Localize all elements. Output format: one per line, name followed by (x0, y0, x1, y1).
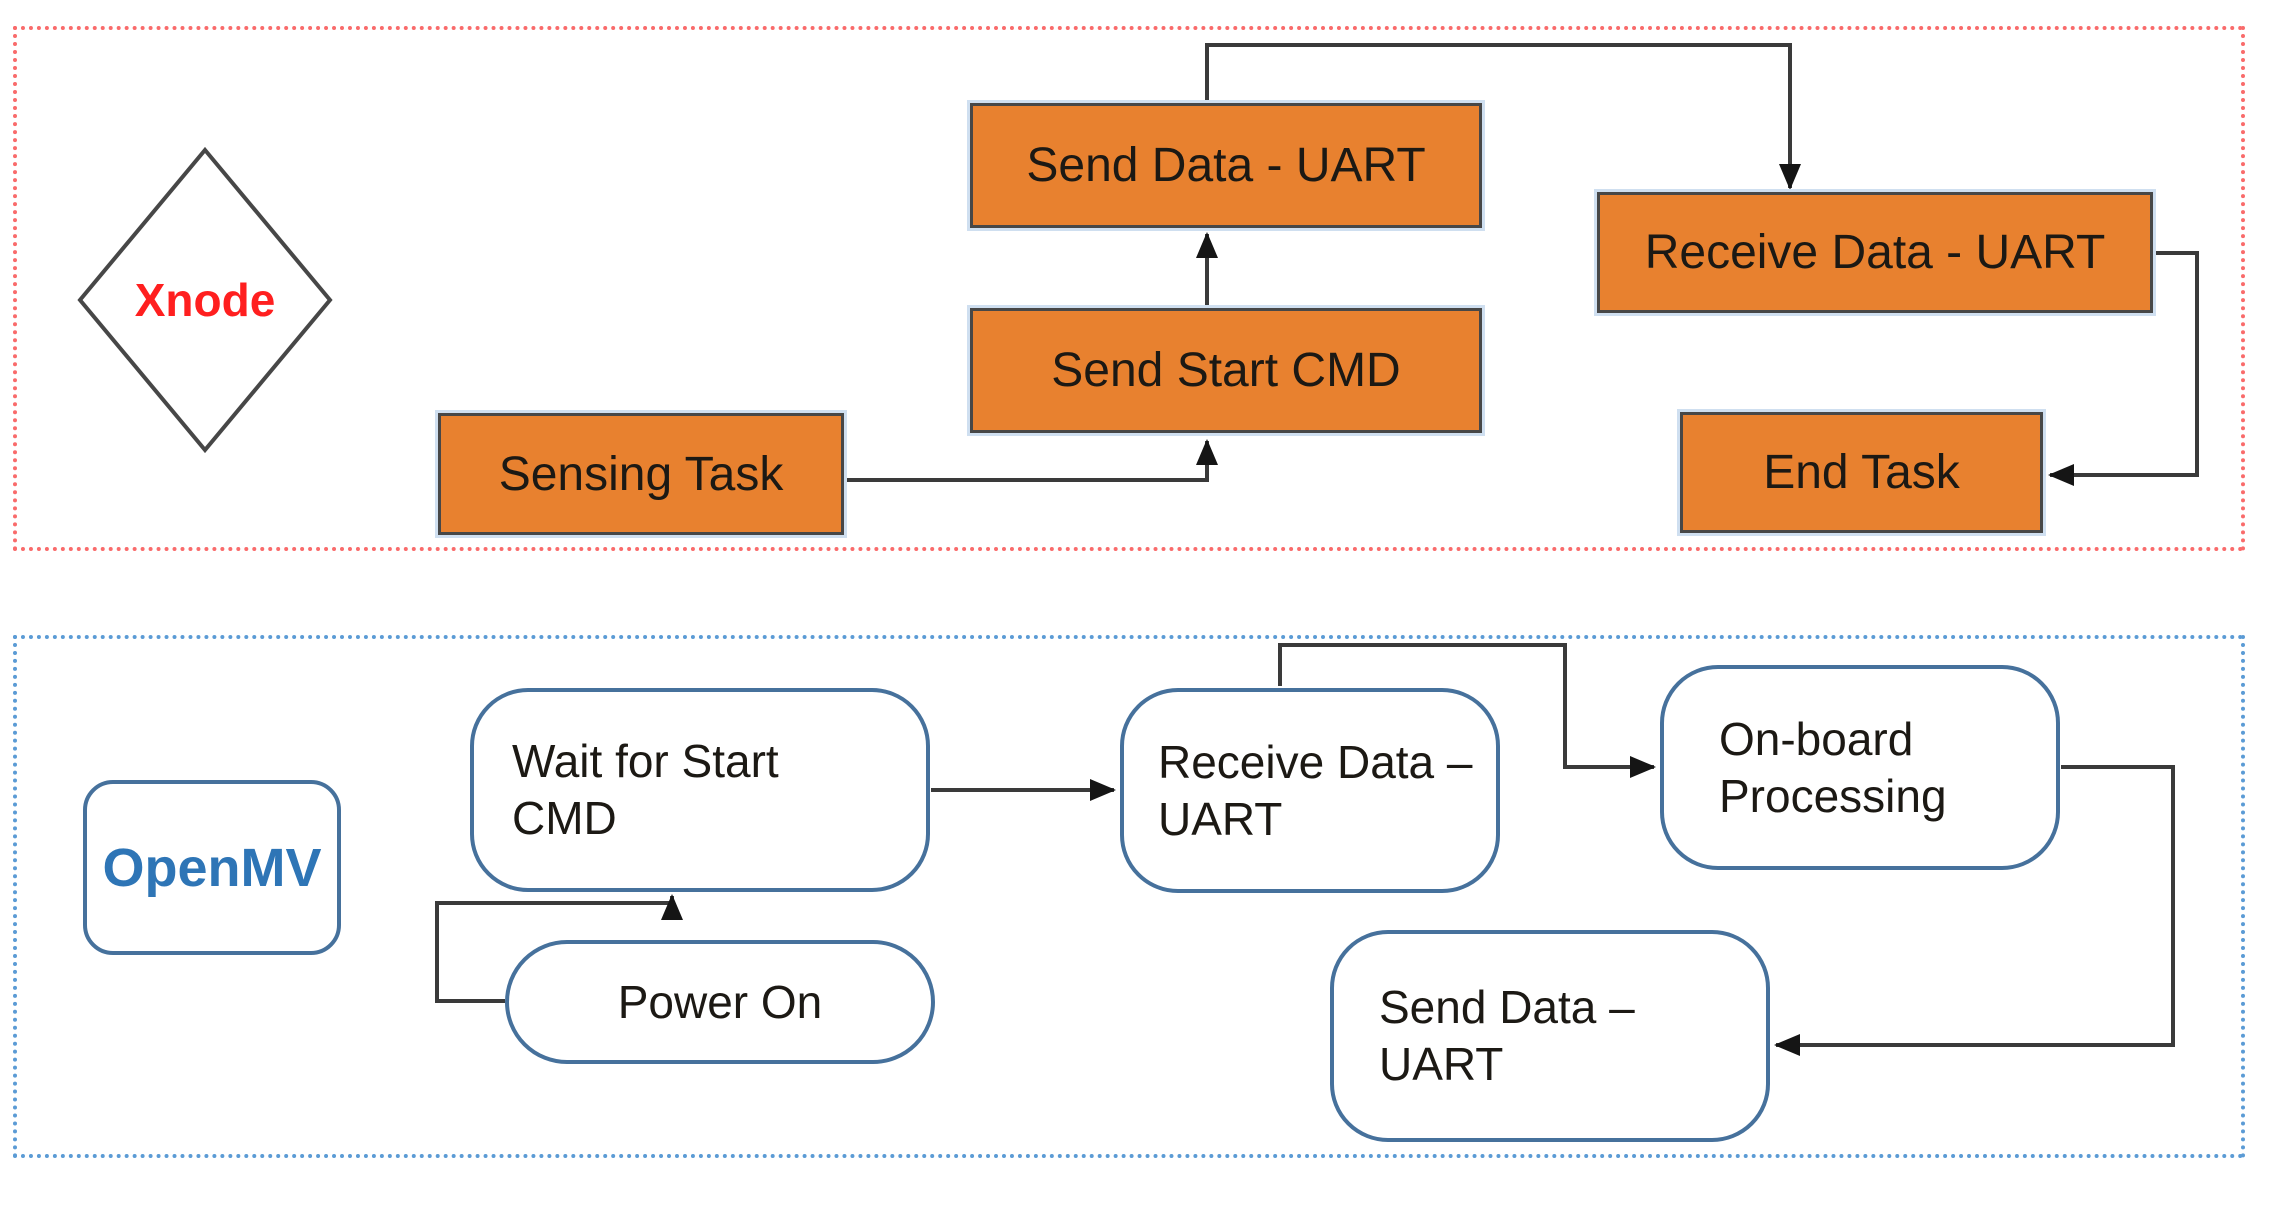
arrow-poweron-to-wait (435, 894, 683, 1003)
wait-line-2: CMD (512, 792, 617, 844)
openmv-section-label-box: OpenMV (83, 780, 341, 955)
onboard-line-2: Processing (1719, 769, 1947, 822)
node-power-on-label: Power On (617, 976, 823, 1028)
node-receive-data-uart-openmv: Receive Data – UART (1120, 688, 1500, 893)
node-wait-for-start-cmd-label: Wait for Start CMD (512, 733, 779, 847)
node-sensing-task-label: Sensing Task (498, 447, 784, 501)
receive-line-1: Receive Data – (1158, 735, 1473, 788)
xnode-section-label: Xnode (134, 274, 276, 326)
wait-line-1: Wait for Start (512, 735, 779, 787)
arrow-senddata-to-receivedata (1205, 43, 1801, 190)
node-sensing-task: Sensing Task (438, 413, 844, 535)
node-receive-data-uart-openmv-label: Receive Data – UART (1158, 734, 1473, 848)
node-send-start-cmd: Send Start CMD (970, 308, 1482, 433)
node-end-task: End Task (1680, 412, 2043, 533)
node-send-data-uart-openmv-label: Send Data – UART (1379, 979, 1635, 1093)
node-send-data-uart-label: Send Data - UART (1026, 139, 1426, 192)
node-receive-data-uart: Receive Data - UART (1597, 192, 2153, 313)
node-onboard-processing: On-board Processing (1660, 665, 2060, 870)
openmv-section-label: OpenMV (102, 837, 322, 898)
node-onboard-processing-label: On-board Processing (1719, 711, 1947, 825)
node-send-data-uart: Send Data - UART (970, 103, 1482, 228)
openmv-section-frame (13, 635, 2245, 1158)
arrow-receivedata-to-endtask (2048, 251, 2199, 486)
node-receive-data-uart-label: Receive Data - UART (1644, 226, 2106, 279)
xnode-diamond (77, 146, 333, 454)
arrow-sensing-to-sendstart (844, 439, 1218, 482)
node-wait-for-start-cmd: Wait for Start CMD (470, 688, 930, 892)
xnode-section-frame (13, 26, 2245, 551)
arrow-onboard-to-senddata (1774, 765, 2175, 1056)
send-line-1: Send Data – (1379, 981, 1635, 1033)
arrow-receive-to-onboard (1278, 643, 1656, 778)
onboard-line-1: On-board (1719, 712, 1914, 765)
receive-line-2: UART (1158, 792, 1283, 845)
node-send-data-uart-openmv: Send Data – UART (1330, 930, 1770, 1142)
node-end-task-label: End Task (1763, 446, 1960, 499)
node-power-on: Power On (505, 940, 935, 1064)
send-line-2: UART (1379, 1038, 1504, 1090)
node-send-start-cmd-label: Send Start CMD (1051, 344, 1401, 397)
